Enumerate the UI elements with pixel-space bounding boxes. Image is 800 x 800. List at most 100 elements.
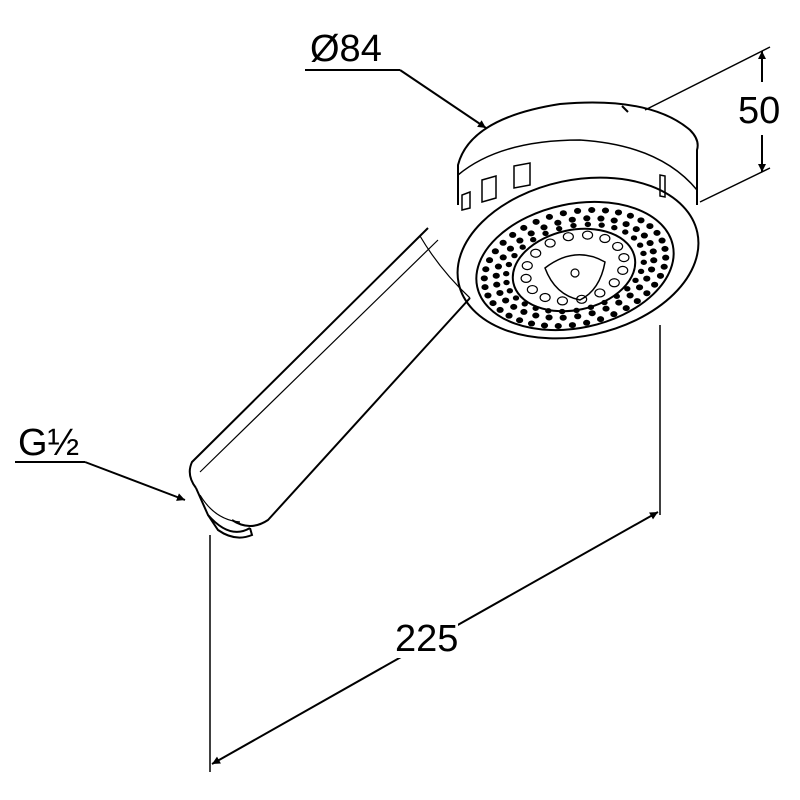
nozzle: [608, 278, 620, 288]
nozzle: [583, 215, 591, 222]
nozzle: [530, 248, 542, 258]
nozzle: [658, 237, 666, 244]
nozzle: [588, 310, 596, 317]
nozzle: [650, 257, 658, 264]
nozzle: [626, 212, 634, 219]
nozzle: [622, 229, 629, 235]
nozzle: [568, 322, 577, 329]
nozzle: [573, 307, 580, 314]
nozzle: [615, 299, 623, 306]
nozzle: [651, 281, 659, 288]
nozzle: [611, 225, 618, 231]
length-label: 225: [395, 618, 459, 660]
nozzle: [492, 272, 500, 279]
length-dimension: [209, 325, 661, 772]
nozzle: [630, 235, 638, 241]
nozzle: [597, 215, 605, 222]
nozzle: [581, 230, 594, 240]
nozzle: [588, 206, 596, 213]
nozzle: [637, 217, 645, 224]
nozzle: [503, 271, 510, 277]
nozzle: [636, 242, 644, 248]
nozzle: [505, 312, 513, 319]
nozzle: [502, 297, 510, 304]
nozzle: [556, 296, 569, 306]
nozzle: [574, 313, 582, 320]
nozzle: [562, 232, 574, 242]
nozzle: [516, 317, 524, 324]
nozzle: [505, 261, 513, 268]
nozzle: [649, 248, 657, 255]
nozzle: [539, 292, 551, 303]
nozzle: [624, 286, 631, 292]
nozzle: [489, 300, 497, 307]
shower-head: [456, 101, 700, 340]
nozzle: [544, 238, 556, 248]
handle: [188, 227, 471, 539]
nozzle: [643, 275, 651, 282]
diameter-label: Ø84: [310, 28, 382, 70]
height-label: 50: [738, 90, 781, 132]
nozzle: [559, 210, 567, 217]
nozzle: [520, 308, 528, 315]
nozzle: [527, 230, 535, 237]
nozzle: [511, 252, 518, 259]
nozzle: [596, 316, 605, 323]
nozzle: [646, 223, 654, 230]
nozzle: [545, 314, 553, 321]
nozzle: [640, 259, 647, 265]
nozzle: [576, 294, 588, 304]
nozzle: [618, 253, 630, 263]
nozzle: [509, 231, 517, 238]
nozzle: [532, 312, 540, 319]
nozzle: [484, 292, 492, 299]
nozzle: [640, 232, 648, 239]
nozzle: [521, 261, 533, 271]
nozzle: [516, 237, 524, 244]
nozzle: [532, 305, 539, 311]
nozzle: [626, 292, 634, 299]
nozzle: [602, 305, 610, 312]
nozzle: [481, 284, 489, 291]
nozzle: [612, 241, 624, 252]
nozzle: [520, 273, 532, 283]
nozzle: [485, 257, 494, 264]
nozzle: [499, 239, 507, 246]
nozzle: [527, 320, 536, 327]
nozzle: [610, 311, 618, 318]
thread-label: G½: [18, 422, 80, 464]
nozzle: [491, 248, 499, 255]
nozzle: [647, 266, 656, 273]
nozzle: [545, 308, 552, 314]
nozzle: [530, 237, 537, 243]
nozzle: [559, 314, 567, 321]
nozzle: [662, 254, 670, 261]
nozzle: [555, 225, 563, 232]
nozzle: [568, 216, 576, 223]
nozzle: [617, 265, 629, 275]
nozzle: [640, 250, 647, 257]
nozzle: [480, 275, 488, 282]
nozzle: [613, 293, 620, 299]
nozzle: [482, 266, 490, 273]
nozzle: [526, 284, 538, 295]
nozzle: [614, 209, 623, 216]
nozzle: [540, 224, 548, 231]
nozzle: [493, 281, 501, 288]
nozzle: [545, 213, 554, 220]
nozzle: [643, 290, 651, 297]
nozzle: [622, 221, 630, 228]
nozzle: [554, 219, 562, 226]
nozzle: [632, 277, 639, 284]
nozzle: [540, 322, 549, 329]
nozzle: [646, 240, 654, 247]
nozzle: [598, 222, 605, 228]
nozzle: [632, 226, 640, 233]
nozzle: [601, 207, 610, 214]
nozzle-pattern: [480, 206, 670, 330]
nozzle: [635, 284, 644, 291]
height-dimension: [644, 46, 771, 203]
nozzle: [594, 288, 606, 298]
nozzle: [601, 299, 608, 306]
